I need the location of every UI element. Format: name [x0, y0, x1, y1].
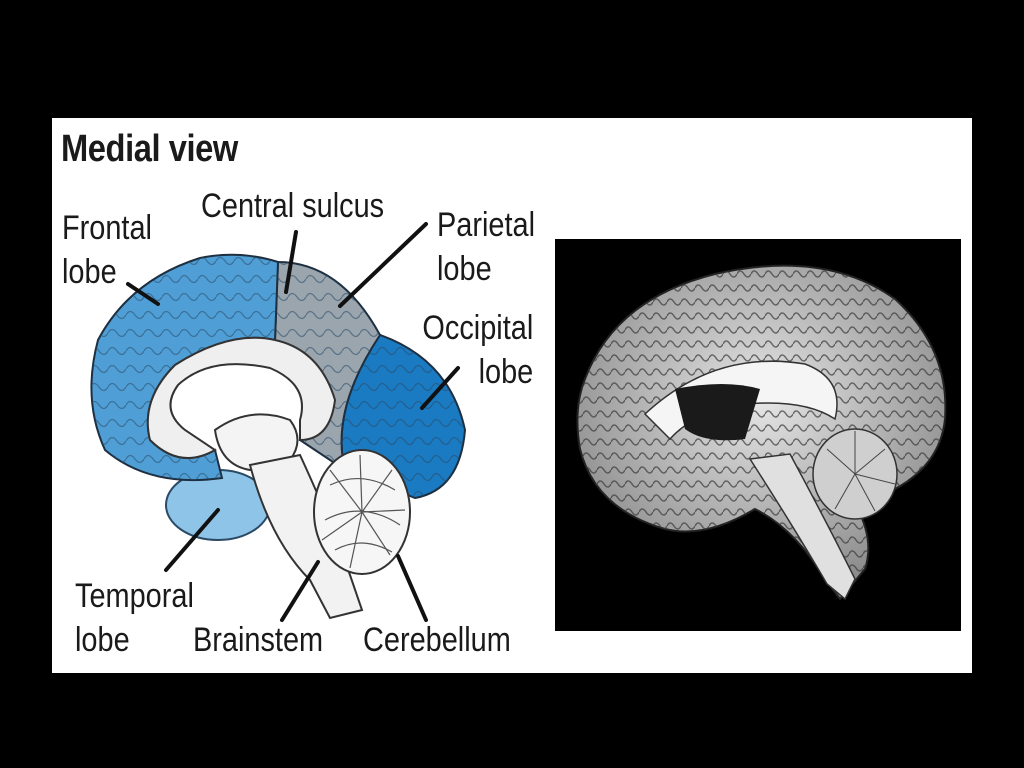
brainstem-leader: [280, 560, 320, 622]
occipital-lobe-label-line1: Occipital: [422, 309, 534, 347]
central-sulcus-leader: [284, 230, 298, 294]
frontal-leader: [126, 282, 160, 306]
occipital-leader: [420, 366, 460, 410]
frontal-lobe-label-line1: Frontal: [62, 209, 152, 247]
occipital-lobe-label-line2: lobe: [478, 353, 534, 391]
central-sulcus-label: Central sulcus: [201, 187, 385, 225]
temporal-lobe-label: Temporal lobe: [75, 574, 194, 662]
parietal-leader: [338, 222, 428, 308]
temporal-lobe-label-line2: lobe: [75, 621, 130, 659]
temporal-lobe-label-line1: Temporal: [75, 577, 194, 615]
cerebellum-leader: [396, 554, 428, 622]
parietal-lobe-label-line2: lobe: [437, 250, 492, 288]
cerebellum-label: Cerebellum: [363, 621, 511, 659]
thalamus: [213, 413, 299, 472]
temporal-leader: [164, 508, 220, 572]
brain-section-photo: [555, 239, 961, 631]
brain-photo-drawing: [576, 264, 947, 601]
corpus-callosum: [146, 336, 337, 459]
leader-lines: [126, 222, 460, 622]
frontal-lobe-label: Frontal lobe: [62, 206, 152, 294]
parietal-lobe-label-line1: Parietal: [437, 206, 535, 244]
parietal-lobe-label: Parietal lobe: [437, 203, 535, 291]
figure-title: Medial view: [61, 128, 238, 170]
frontal-lobe-label-line2: lobe: [62, 253, 117, 291]
brainstem-label: Brainstem: [193, 621, 324, 659]
occipital-lobe-label: Occipital lobe: [410, 306, 533, 394]
